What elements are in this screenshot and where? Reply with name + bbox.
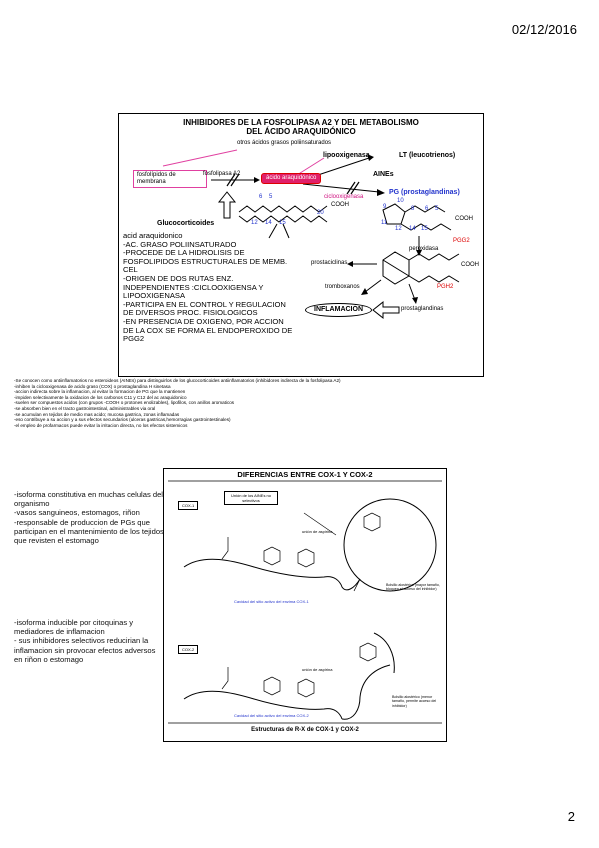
aspirin-binding-label-1: unión de aspirina — [302, 529, 333, 534]
phospholipase-a2: fosfolipasa A2 — [203, 171, 241, 177]
carbon-num: 11 — [381, 220, 388, 226]
carbon-num: 15 — [279, 220, 286, 226]
note-line: -EN PRESENCIA DE OXIGENO, POR ACCION DE … — [123, 316, 293, 344]
inflammation-label: INFLAMACIÓN — [305, 303, 372, 317]
slide-cox-differences: DIFERENCIAS ENTRE COX-1 Y COX-2 COX-1 CO… — [163, 468, 447, 742]
pgg2-label: PGG2 — [453, 238, 470, 244]
carbon-num: 14 — [409, 226, 416, 232]
prostacyclins-label: prostaciclinas — [311, 260, 348, 266]
cox2-side-notes: -isoforma inducible por citoquinas y med… — [14, 618, 164, 664]
cox1-note: -responsable de produccion de PGs que pa… — [14, 517, 164, 546]
slide2-title: DIFERENCIAS ENTRE COX-1 Y COX-2 — [237, 470, 373, 479]
pathway-diagram — [162, 149, 460, 320]
allosteric-pocket-cox1: Bolsillo alostérico (mayor tamaño, bloqu… — [386, 583, 440, 592]
cox2-note: - sus inhibidores selectivos reducirian … — [14, 636, 156, 664]
carbon-num: 5 — [435, 206, 439, 212]
pgh2-label: PGH2 — [437, 284, 454, 290]
glucocorticoids-label: Glucocorticoides — [157, 220, 215, 227]
note-line: -PARTICIPA EN EL CONTROL Y REGULACION DE… — [123, 299, 286, 318]
cox1-side-notes: -isoforma constitutiva en muchas celulas… — [14, 490, 164, 545]
cooh-label-3: COOH — [461, 262, 479, 268]
carbon-num: 12 — [395, 226, 402, 232]
carbon-num: 8 — [411, 206, 415, 212]
active-site-cox1: Cavidad del sitio activo del enzima COX-… — [234, 599, 309, 604]
slide-arachidonic-acid: INHIBIDORES DE LA FOSFOLIPASA A2 Y DEL M… — [118, 113, 484, 377]
leukotrienes-label: LT (leucotrienos) — [399, 152, 456, 159]
slide1-title-line2: DEL ÁCIDO ARAQUIDÓNICO — [246, 127, 356, 136]
footnote-line: -se acumulan en tejidos de medio mas aci… — [14, 411, 180, 417]
cox1-tag: COX-1 — [178, 501, 199, 510]
active-site-cox2: Cavidad del sitio activo del enzima COX-… — [234, 713, 309, 718]
footnote-line: -eso contribuye a su accion y a sus efec… — [14, 417, 231, 423]
carbon-num: 15 — [421, 226, 428, 232]
footnote-line: -se absorben bien en el tracto gastroint… — [14, 405, 156, 411]
note-line: acid araquidonico — [123, 231, 183, 240]
carbon-num: 9 — [383, 204, 387, 210]
page-number: 2 — [567, 809, 575, 824]
footnote-line: -impiden selectivamente la oxidacion de … — [14, 394, 187, 400]
footnote-line: -accion indirecta sobre la inflamacion, … — [14, 389, 186, 395]
note-line: -ORIGEN DE DOS RUTAS ENZ. INDEPENDIENTES… — [123, 273, 264, 301]
peroxidase-label: peroxidasa — [409, 246, 439, 252]
note-line: -AC. GRASO POLIINSATURADO — [123, 239, 237, 249]
lipoxygenase-label: lipooxigenasa — [323, 152, 370, 159]
cooh-label-2: COOH — [455, 216, 473, 222]
note-line: -PROCEDE DE LA HIDROLISIS DE FOSFOLIPIDO… — [123, 248, 288, 275]
membrane-phospholipids: fosfolípidos de membrana — [133, 170, 207, 188]
footnote-line: -Se conocen como antiinflamatorios no es… — [14, 378, 341, 383]
date-header: 02/12/2016 — [511, 22, 577, 37]
carbon-num: 6 — [259, 194, 263, 200]
footnote-line: -el empleo de profarmacos puede evitar l… — [14, 422, 188, 428]
carbon-num: 10 — [397, 198, 404, 204]
footnote-line: -suelen ser compuestos acidos (con grupo… — [14, 400, 235, 406]
carbon-num: 6 — [425, 206, 429, 212]
allosteric-pocket-cox2: Bolsillo alostérico (menor tamaño, permi… — [392, 695, 437, 708]
prostaglandins-label: prostaglandinas — [401, 306, 444, 312]
cyclooxygenase-label: ciclooxigenasa — [324, 194, 364, 200]
aspirin-binding-label-2: unión de aspirina — [302, 667, 333, 672]
cox1-note: -isoforma constitutiva en muchas celulas… — [14, 490, 163, 509]
cox2-tag: COX-2 — [178, 645, 199, 654]
aines-footnotes: -Se conocen como antiinflamatorios no es… — [14, 378, 484, 428]
footnote-line: -inhiben la ciclooxigenasa de acido gras… — [14, 383, 171, 389]
prostaglandins-pg-label: PG (prostaglandinas) — [389, 189, 460, 196]
arachidonic-notes: acid araquidonico -AC. GRASO POLIINSATUR… — [123, 231, 293, 344]
carbon-num: 20 — [317, 210, 324, 216]
cox2-note: -isoforma inducible por citoquinas y med… — [14, 618, 134, 637]
arachidonic-acid-box: ácido araquidónico — [261, 173, 322, 184]
cox-structures-diagram — [168, 480, 442, 724]
thromboxanes-label: tromboxanos — [325, 284, 360, 290]
carbon-num: 12 — [251, 220, 258, 226]
slide2-caption: Estructuras de R-X de COX-1 y COX-2 — [251, 727, 359, 733]
slide1-title: INHIBIDORES DE LA FOSFOLIPASA A2 Y DEL M… — [119, 118, 483, 136]
nonselective-binding-label: Unión de los AINEs no selectivos — [224, 491, 278, 505]
slide1-title-line1: INHIBIDORES DE LA FOSFOLIPASA A2 Y DEL M… — [183, 118, 419, 127]
cox1-note: -vasos sanguineos, estomagos, riñon — [14, 508, 140, 518]
aines-label: AINEs — [373, 171, 394, 178]
other-fatty-acids: otros ácidos grasos poliinsaturados — [237, 140, 332, 146]
cooh-label-1: COOH — [331, 202, 349, 208]
carbon-num: 14 — [265, 220, 272, 226]
carbon-num: 5 — [269, 194, 273, 200]
